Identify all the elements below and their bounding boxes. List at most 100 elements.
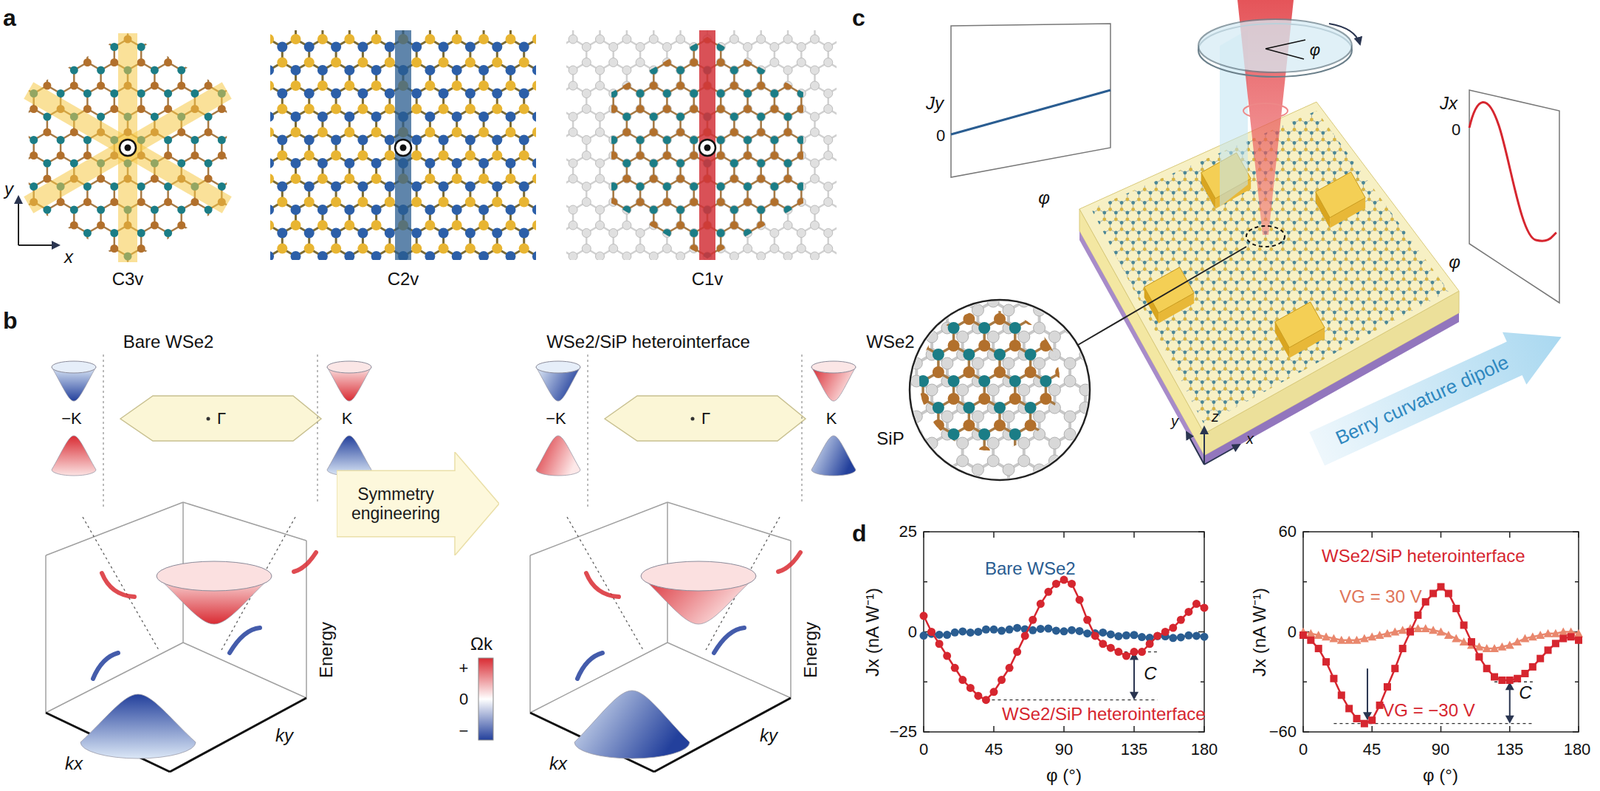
atom — [424, 251, 435, 260]
atom — [582, 58, 591, 67]
atom — [1447, 237, 1452, 242]
atom — [1085, 160, 1090, 165]
atom — [1361, 247, 1366, 252]
atom — [1258, 227, 1262, 232]
atom — [465, 228, 476, 239]
atom — [1379, 138, 1383, 142]
atom — [609, 151, 618, 160]
atom — [797, 244, 806, 253]
atom — [1159, 257, 1164, 262]
atom — [424, 158, 435, 169]
atom — [190, 228, 199, 238]
atom — [1436, 237, 1440, 242]
atom — [662, 42, 672, 52]
atom — [1281, 160, 1285, 165]
atom — [1425, 138, 1429, 142]
box-edge — [45, 502, 184, 556]
atom — [810, 220, 820, 230]
atom — [1326, 167, 1331, 172]
band-cone-top — [640, 561, 757, 591]
atom — [1212, 141, 1217, 145]
atom — [1430, 247, 1435, 252]
atom — [649, 112, 658, 122]
atom — [1252, 257, 1256, 262]
atom — [1396, 180, 1400, 185]
atom — [1430, 220, 1435, 225]
atom — [1177, 107, 1182, 112]
atom — [1194, 138, 1199, 142]
atom — [1447, 217, 1452, 222]
atom — [1298, 98, 1302, 102]
atom — [1246, 200, 1251, 205]
atom — [1188, 220, 1193, 225]
atom — [716, 182, 726, 191]
atom — [1326, 240, 1331, 245]
atom — [163, 89, 173, 98]
atom — [1264, 237, 1268, 242]
atom — [582, 135, 591, 144]
atom — [1390, 151, 1395, 156]
atom — [276, 243, 288, 254]
atom — [635, 58, 645, 68]
atom — [770, 151, 779, 161]
atom — [1425, 177, 1429, 182]
atom — [1142, 227, 1147, 232]
atom — [1281, 207, 1285, 212]
atom — [729, 205, 739, 215]
atom — [150, 66, 159, 75]
atom — [783, 65, 793, 75]
band-cone-top — [811, 361, 856, 373]
atom — [1298, 237, 1302, 242]
atom — [150, 35, 159, 44]
atom — [1079, 191, 1084, 195]
atom — [163, 197, 173, 206]
atom — [1441, 220, 1446, 225]
atom — [649, 220, 658, 230]
c1v-lattice — [566, 30, 837, 260]
atom — [796, 135, 806, 145]
atom — [1235, 227, 1239, 232]
atom — [1453, 180, 1458, 185]
atom — [595, 252, 604, 261]
atom — [1120, 107, 1124, 112]
atom — [676, 127, 686, 137]
atom — [42, 268, 51, 277]
atom — [1120, 141, 1124, 145]
atom — [1286, 237, 1291, 242]
atom — [1413, 237, 1417, 242]
atom — [83, 89, 92, 98]
atom — [1396, 247, 1400, 252]
atom — [1379, 118, 1383, 122]
atom — [636, 58, 645, 67]
atom — [1148, 197, 1153, 202]
atom — [1286, 257, 1291, 262]
atom — [1367, 111, 1372, 116]
atom — [1183, 231, 1188, 235]
atom — [784, 35, 793, 44]
atom — [1131, 247, 1135, 252]
atom — [1240, 211, 1245, 215]
atom — [1355, 257, 1360, 262]
atom — [756, 221, 765, 230]
atom — [823, 197, 833, 207]
atom — [1459, 237, 1464, 242]
atom — [729, 251, 739, 260]
atom — [1252, 177, 1256, 182]
atom — [1286, 98, 1291, 102]
atom — [1453, 220, 1458, 225]
atom — [1154, 227, 1159, 232]
atom — [1240, 257, 1245, 262]
atom — [770, 89, 779, 98]
atom — [649, 35, 658, 44]
atom — [1177, 160, 1182, 165]
atom — [42, 221, 51, 230]
atom — [1384, 240, 1389, 245]
atom — [1413, 251, 1417, 255]
atom — [676, 251, 686, 260]
atom — [478, 33, 489, 45]
atom — [649, 127, 658, 137]
atom — [270, 251, 274, 260]
atom — [1120, 200, 1124, 205]
atom — [568, 158, 578, 168]
atom — [1206, 251, 1211, 255]
